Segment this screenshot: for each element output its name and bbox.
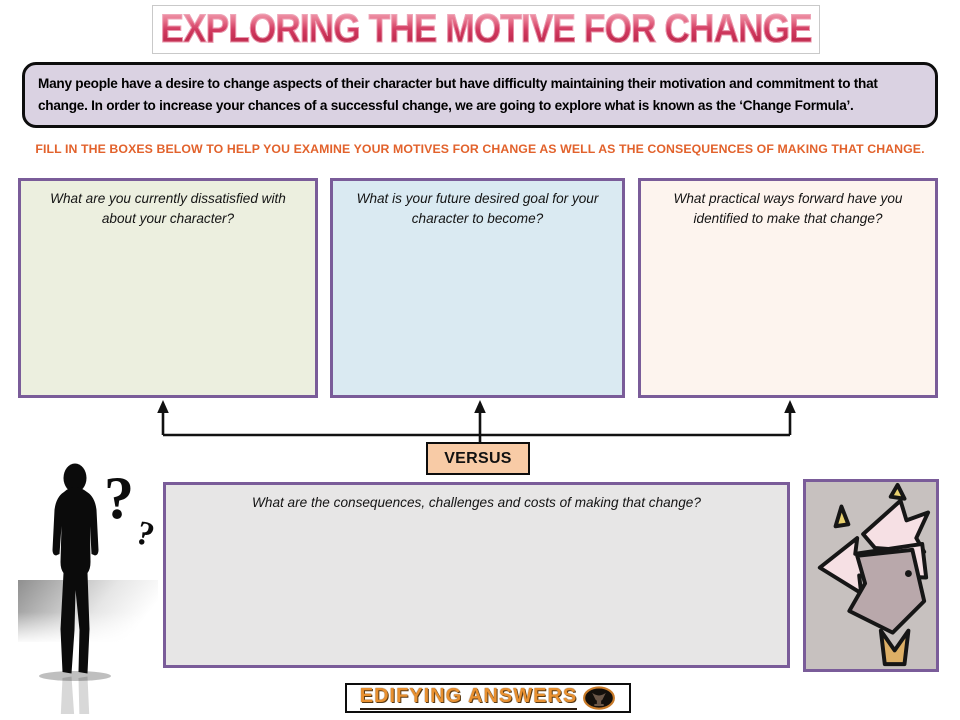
tan-sprig-top [888, 482, 907, 501]
consequences-box: What are the consequences, challenges an… [163, 482, 790, 668]
abstract-arrows-image [803, 479, 939, 672]
person-figure [52, 463, 99, 674]
thinking-person-silhouette: ? ? ? [18, 463, 158, 714]
practical-ways-box: What practical ways forward have you ide… [638, 178, 938, 398]
versus-box: VERSUS [426, 442, 530, 475]
dissatisfaction-box: What are you currently dissatisfied with… [18, 178, 318, 398]
desired-goal-box: What is your future desired goal for you… [330, 178, 625, 398]
tan-sprig-left [833, 504, 851, 529]
consequences-question: What are the consequences, challenges an… [252, 495, 701, 510]
mauve-arrow-center [847, 547, 927, 635]
dissatisfaction-question: What are you currently dissatisfied with… [50, 191, 286, 226]
tan-chevron-bottom [878, 628, 911, 667]
practical-ways-question: What practical ways forward have you ide… [673, 191, 903, 226]
arrow-eye-dot [904, 570, 912, 577]
versus-label: VERSUS [444, 449, 512, 467]
connector-arrows [157, 400, 796, 446]
person-reflection [52, 676, 99, 714]
edifying-answers-logo: EDIFYING ANSWERS [345, 683, 631, 713]
intro-box: Many people have a desire to change aspe… [22, 62, 938, 128]
question-mark-medium-icon: ? [132, 514, 158, 554]
desired-goal-question: What is your future desired goal for you… [356, 191, 599, 226]
logo-text: EDIFYING ANSWERS [359, 686, 578, 710]
title-banner: EXPLORING THE MOTIVE FOR CHANGE [152, 5, 820, 54]
intro-text: Many people have a desire to change aspe… [38, 76, 878, 113]
instruction-text: FILL IN THE BOXES BELOW TO HELP YOU EXAM… [35, 142, 925, 156]
edifying-answers-logo-icon [583, 686, 616, 710]
feet-shadow [39, 671, 111, 681]
page-title: EXPLORING THE MOTIVE FOR CHANGE [160, 7, 813, 52]
question-mark-large-icon: ? [104, 465, 134, 531]
